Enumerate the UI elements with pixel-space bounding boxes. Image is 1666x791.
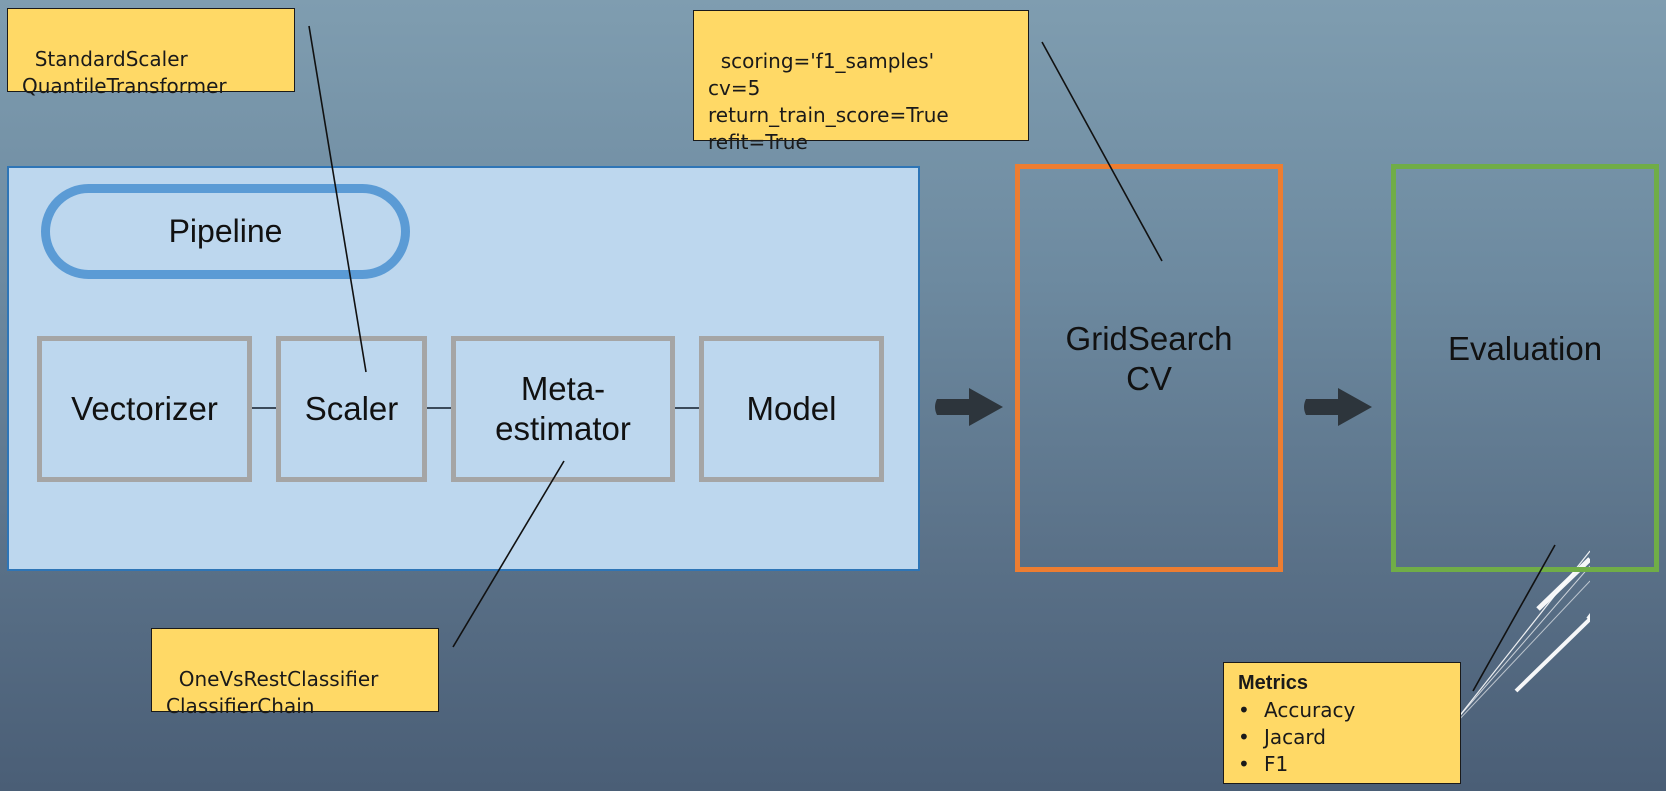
metrics-note: Metrics Accuracy Jacard F1 bbox=[1223, 662, 1461, 784]
list-item: F1 bbox=[1238, 751, 1446, 778]
pipeline-title: Pipeline bbox=[41, 184, 410, 279]
stage-model-label: Model bbox=[746, 390, 837, 427]
arrow-right-icon bbox=[935, 388, 1003, 426]
stage-scaler: Scaler bbox=[276, 336, 427, 482]
stage-meta-estimator-label: Meta- estimator bbox=[495, 370, 631, 447]
gridsearch-label: GridSearch CV bbox=[1065, 320, 1233, 397]
meta-estimator-options-note: OneVsRestClassifier ClassifierChain bbox=[151, 628, 439, 718]
metrics-title: Metrics bbox=[1238, 672, 1309, 694]
stage-model: Model bbox=[699, 336, 884, 482]
stage-scaler-label: Scaler bbox=[304, 390, 399, 427]
scaler-options-note: StandardScaler QuantileTransformer bbox=[7, 8, 295, 98]
evaluation-label: Evaluation bbox=[1447, 330, 1603, 367]
evaluation-box: Evaluation bbox=[1391, 164, 1659, 572]
stage-vectorizer: Vectorizer bbox=[37, 336, 252, 482]
meta-estimator-options-text: OneVsRestClassifier ClassifierChain bbox=[166, 667, 379, 718]
gridsearch-box: GridSearch CV bbox=[1015, 164, 1283, 572]
stage-meta-estimator: Meta- estimator bbox=[451, 336, 675, 482]
scaler-options-text: StandardScaler QuantileTransformer bbox=[22, 47, 227, 98]
stage-vectorizer-label: Vectorizer bbox=[71, 390, 218, 427]
pipeline-title-label: Pipeline bbox=[168, 213, 283, 249]
gridsearch-params-note: scoring='f1_samples' cv=5 return_train_s… bbox=[693, 10, 1029, 154]
gridsearch-params-text: scoring='f1_samples' cv=5 return_train_s… bbox=[708, 49, 949, 154]
arrow-right-icon bbox=[1304, 388, 1372, 426]
metrics-list: Accuracy Jacard F1 bbox=[1238, 697, 1446, 778]
list-item: Accuracy bbox=[1238, 697, 1446, 724]
list-item: Jacard bbox=[1238, 724, 1446, 751]
pipeline-panel bbox=[7, 166, 920, 571]
